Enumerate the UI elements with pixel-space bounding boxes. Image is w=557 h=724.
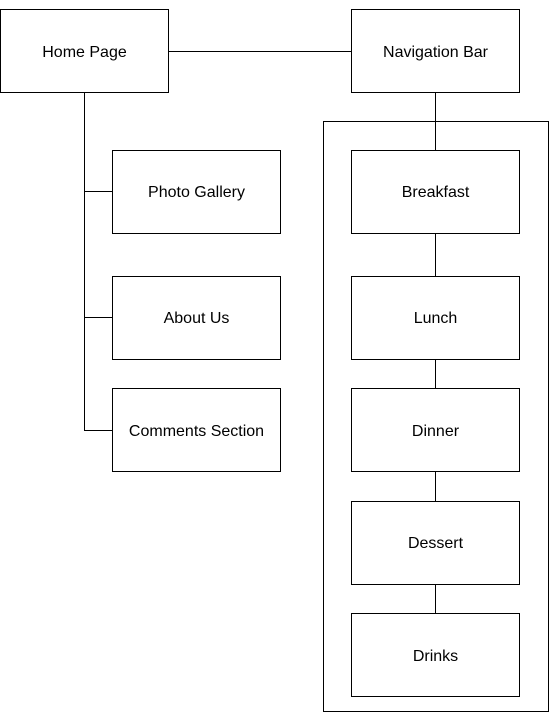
node-comments-section: Comments Section — [112, 388, 281, 472]
node-home-page: Home Page — [0, 9, 169, 93]
node-photo-gallery-label: Photo Gallery — [148, 184, 245, 201]
node-comments-section-label: Comments Section — [129, 423, 264, 440]
node-drinks: Drinks — [351, 613, 520, 697]
node-drinks-label: Drinks — [413, 648, 458, 665]
node-home-page-label: Home Page — [42, 44, 127, 61]
node-about-us-label: About Us — [164, 310, 230, 327]
node-lunch: Lunch — [351, 276, 520, 360]
node-about-us: About Us — [112, 276, 281, 360]
node-photo-gallery: Photo Gallery — [112, 150, 281, 234]
node-dinner: Dinner — [351, 388, 520, 472]
node-dessert: Dessert — [351, 501, 520, 585]
connectors — [84, 51, 436, 613]
node-breakfast-label: Breakfast — [402, 184, 470, 201]
node-navigation-bar: Navigation Bar — [351, 9, 520, 93]
node-dessert-label: Dessert — [408, 535, 464, 552]
node-dinner-label: Dinner — [412, 423, 460, 440]
node-navigation-bar-label: Navigation Bar — [383, 44, 489, 61]
node-lunch-label: Lunch — [414, 310, 458, 327]
node-breakfast: Breakfast — [351, 150, 520, 234]
